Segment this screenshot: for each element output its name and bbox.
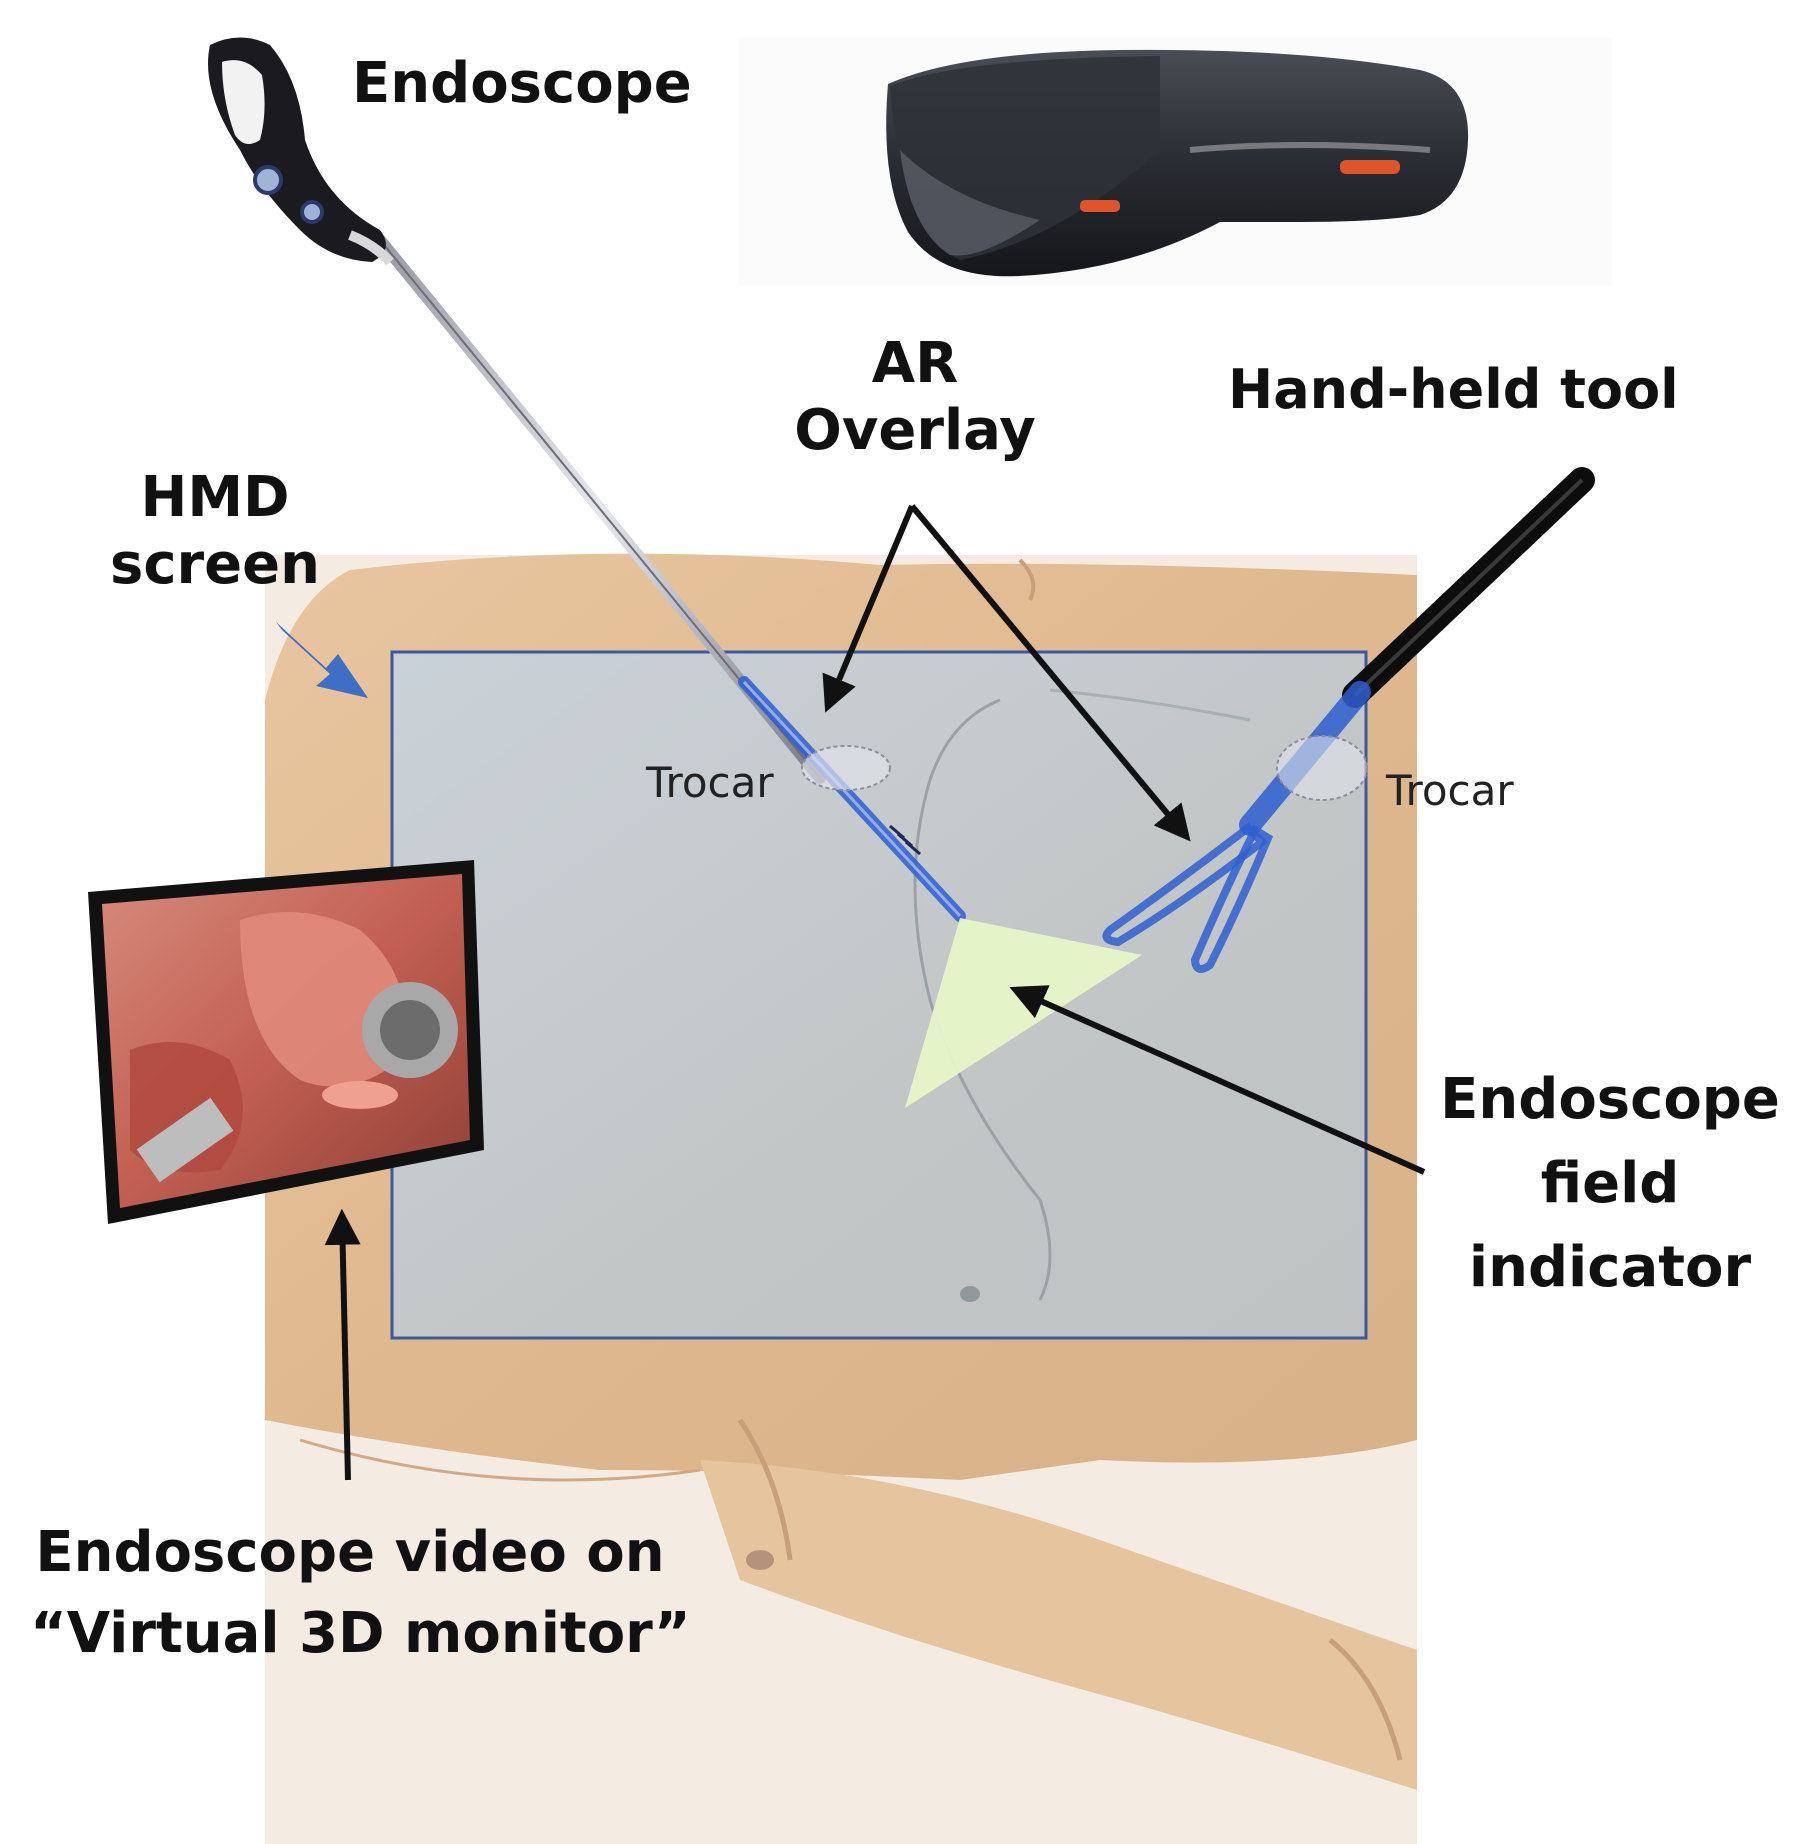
hand-held-tool-label: Hand-held tool <box>1228 358 1679 423</box>
hmd-screen-label: HMD screen <box>100 464 330 598</box>
endoscope-field-indicator-label: Endoscope field indicator <box>1440 1058 1780 1310</box>
trocar-right-label: Trocar <box>1386 766 1514 815</box>
trocar-right-marker <box>1277 736 1367 800</box>
ar-headset-icon <box>738 38 1612 286</box>
endoscope-label: Endoscope <box>352 50 692 117</box>
ar-overlay-label: AR Overlay <box>790 330 1040 464</box>
trocar-left-label: Trocar <box>646 758 774 807</box>
trocar-left-marker <box>802 746 890 790</box>
endoscope-video-label: Endoscope video on “Virtual 3D monitor” <box>30 1512 670 1674</box>
